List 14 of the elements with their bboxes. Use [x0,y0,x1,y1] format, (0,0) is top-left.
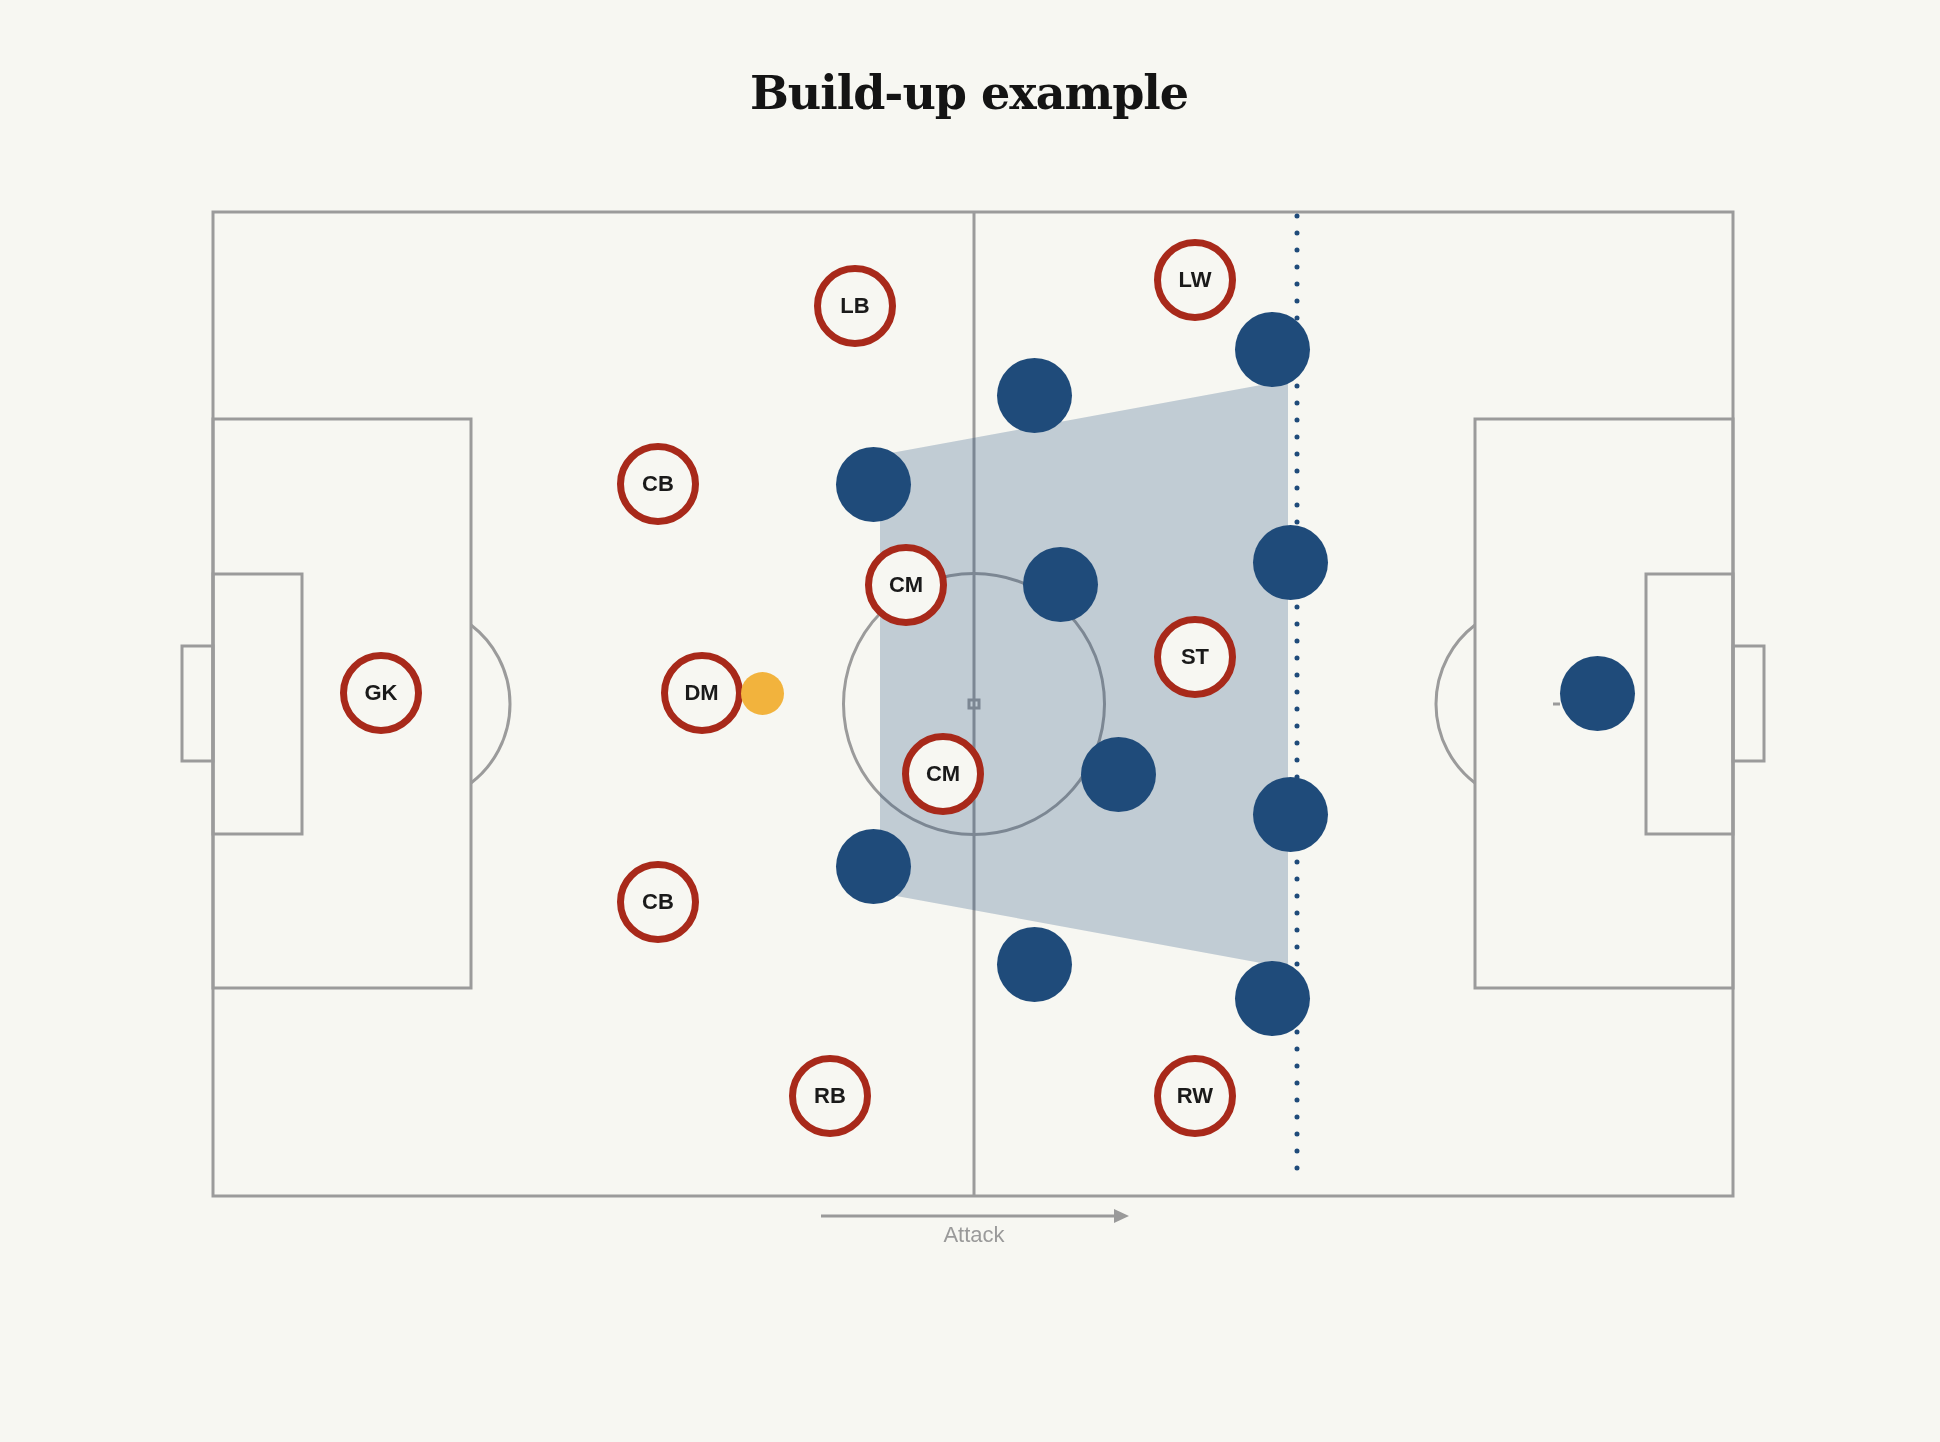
player-marker: RW [1154,1055,1236,1137]
direction-label: Attack [943,1222,1005,1248]
player-marker: CB [617,443,699,525]
player-marker: LB [814,265,896,347]
player-marker: CM [902,733,984,815]
player-marker: CM [865,544,947,626]
ball-icon [740,671,784,715]
player-marker: RB [789,1055,871,1137]
player-marker: ST [1154,616,1236,698]
player-marker: GK [340,652,422,734]
player-marker: DM [660,652,743,734]
title: Build-up example [749,66,1189,120]
player-marker: LW [1154,239,1236,321]
player-marker: CB [617,861,699,943]
